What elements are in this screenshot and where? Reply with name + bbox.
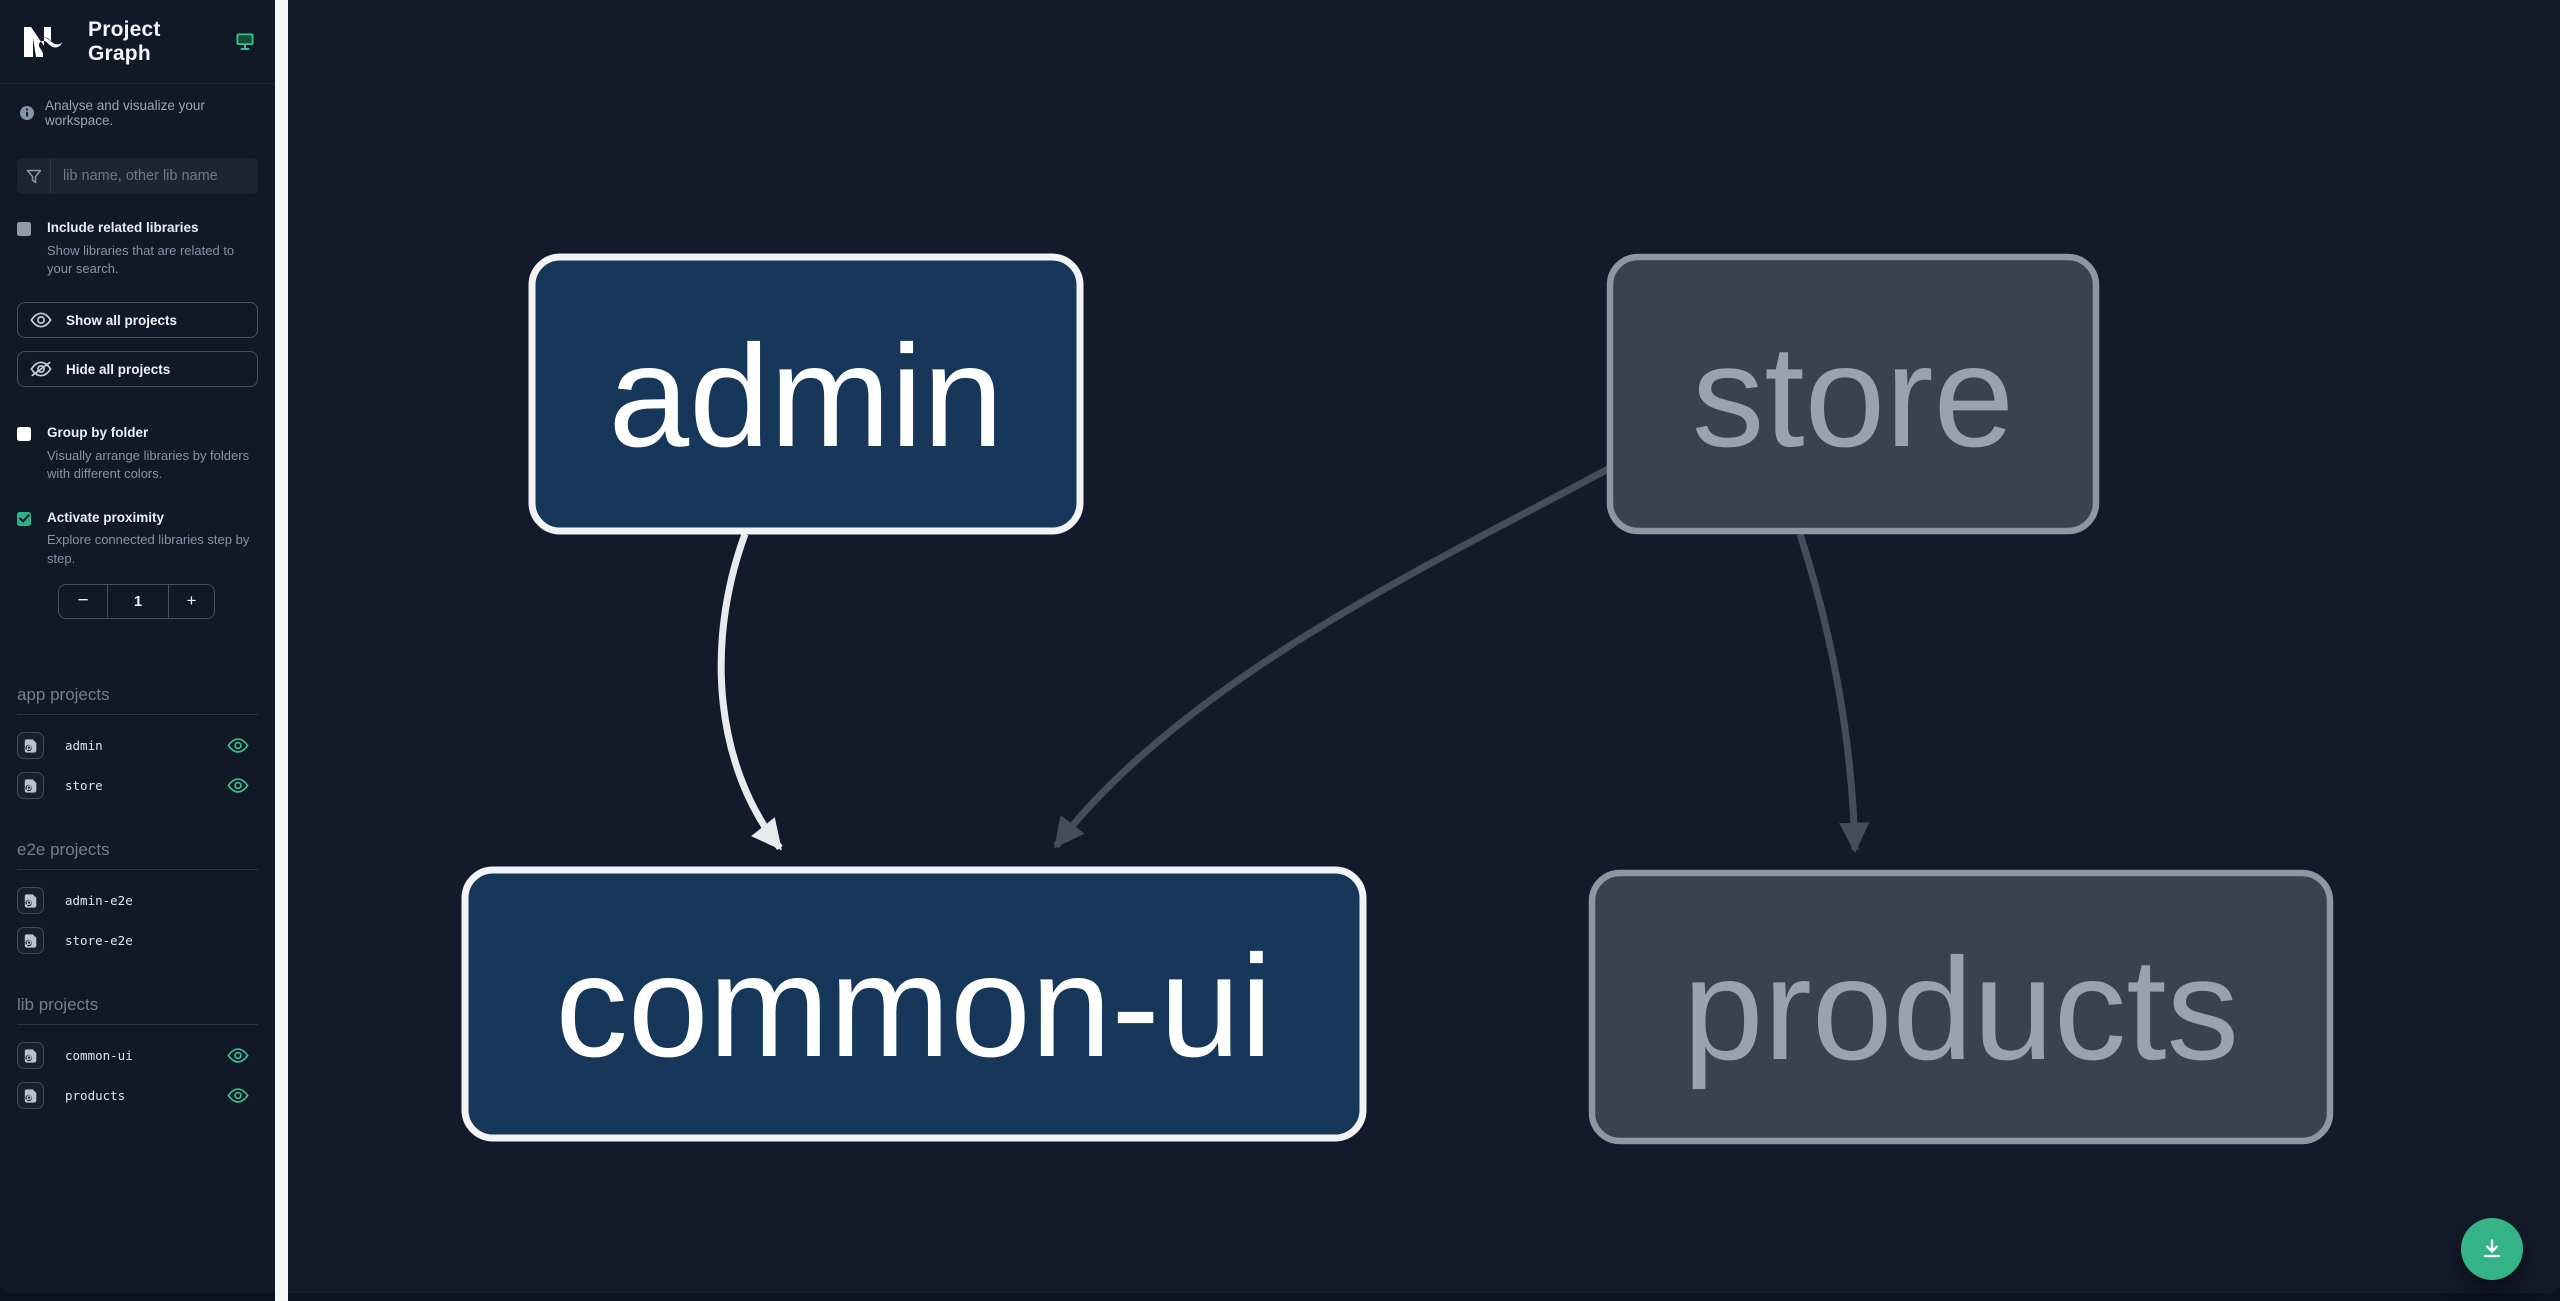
proximity-decrement-button[interactable]: − xyxy=(59,585,107,618)
svg-text:admin: admin xyxy=(609,315,1004,477)
download-graph-button[interactable] xyxy=(2461,1218,2523,1280)
filter-funnel-icon xyxy=(17,158,51,194)
doc-search-icon xyxy=(24,779,36,793)
group-by-folder-checkbox[interactable] xyxy=(17,427,31,442)
svg-text:store: store xyxy=(1692,315,2014,477)
focus-project-button[interactable] xyxy=(17,732,44,760)
dependency-graph: admin store common-ui products xyxy=(461,253,2334,1145)
section-title: app projects xyxy=(17,685,258,715)
check-icon xyxy=(18,514,30,523)
download-icon xyxy=(2483,1239,2501,1258)
edge-store-to-common-ui xyxy=(1053,464,1612,849)
graph-node-products[interactable]: products xyxy=(1588,869,2334,1145)
include-related-checkbox[interactable] xyxy=(17,222,31,236)
project-row-common-ui: common-ui xyxy=(17,1036,258,1076)
doc-search-icon xyxy=(24,739,36,753)
proximity-value: 1 xyxy=(107,584,169,618)
project-row-admin: admin xyxy=(17,726,258,766)
proximity-increment-button[interactable]: + xyxy=(169,585,214,618)
include-related-label: Include related libraries xyxy=(47,220,199,235)
focus-project-button[interactable] xyxy=(17,887,44,915)
search-input[interactable] xyxy=(51,158,258,194)
monitor-icon[interactable] xyxy=(235,32,255,51)
project-row-store-e2e: store-e2e xyxy=(17,921,258,961)
visibility-eye-icon[interactable] xyxy=(227,1088,249,1103)
project-row-admin-e2e: admin-e2e xyxy=(17,881,258,921)
doc-search-icon xyxy=(24,1049,36,1063)
focus-project-button[interactable] xyxy=(17,1042,44,1070)
project-name[interactable]: common-ui xyxy=(65,1048,133,1064)
show-all-projects-button[interactable]: Show all projects xyxy=(17,302,258,339)
project-name[interactable]: admin xyxy=(65,738,103,754)
activate-proximity-label: Activate proximity xyxy=(47,509,165,525)
focus-project-button[interactable] xyxy=(17,1082,44,1110)
sidebar-header: Project Graph xyxy=(0,0,275,84)
focus-project-button[interactable] xyxy=(17,772,44,800)
activate-proximity-description: Explore connected libraries step by step… xyxy=(47,532,250,566)
section-lib-projects: lib projects common-ui xyxy=(17,995,258,1116)
visibility-eye-icon[interactable] xyxy=(227,778,249,793)
group-by-folder-label: Group by folder xyxy=(47,425,149,441)
graph-node-admin[interactable]: admin xyxy=(528,253,1084,535)
graph-node-store[interactable]: store xyxy=(1606,253,2100,535)
sidebar-scrollbar[interactable] xyxy=(275,0,288,1301)
visibility-eye-icon[interactable] xyxy=(227,1048,249,1063)
section-title: lib projects xyxy=(17,995,258,1025)
include-related-description: Show libraries that are related to your … xyxy=(47,242,235,277)
activate-proximity-option: Activate proximity Explore connected lib… xyxy=(17,510,258,568)
project-row-products: products xyxy=(17,1076,258,1116)
nx-logo xyxy=(20,21,64,63)
search-box xyxy=(17,158,258,194)
svg-text:common-ui: common-ui xyxy=(555,925,1272,1087)
doc-search-icon xyxy=(24,894,36,908)
project-name[interactable]: admin-e2e xyxy=(65,893,133,909)
visibility-eye-icon[interactable] xyxy=(227,738,249,753)
eye-icon xyxy=(30,312,52,328)
svg-text:products: products xyxy=(1683,928,2239,1090)
project-name[interactable]: store xyxy=(65,778,103,794)
project-name[interactable]: products xyxy=(65,1088,126,1104)
app-title: Project Graph xyxy=(88,17,161,65)
section-e2e-projects: e2e projects admin-e2e xyxy=(17,840,258,961)
section-app-projects: app projects admin xyxy=(17,685,258,806)
edge-store-to-products xyxy=(1796,532,1870,854)
group-by-folder-description: Visually arrange libraries by folders wi… xyxy=(47,448,250,482)
proximity-stepper: − 1 + xyxy=(58,583,215,619)
activate-proximity-checkbox[interactable] xyxy=(17,511,31,526)
graph-canvas[interactable]: admin store common-ui products xyxy=(288,0,2560,1293)
sidebar: Project Graph Analyse and visualize your… xyxy=(0,0,275,1293)
section-title: e2e projects xyxy=(17,840,258,870)
hide-all-projects-button[interactable]: Hide all projects xyxy=(17,351,258,388)
eye-off-icon xyxy=(30,361,52,377)
edge-admin-to-common-ui xyxy=(717,532,783,851)
doc-search-icon xyxy=(24,1089,36,1103)
project-name[interactable]: store-e2e xyxy=(65,933,133,949)
group-by-folder-option: Group by folder Visually arrange librari… xyxy=(17,425,258,483)
show-all-projects-label: Show all projects xyxy=(66,312,178,328)
tagline-text: Analyse and visualize your workspace. xyxy=(45,98,205,128)
include-related-option: Include related libraries Show libraries… xyxy=(17,220,258,278)
doc-search-icon xyxy=(24,934,36,948)
focus-project-button[interactable] xyxy=(17,927,44,955)
graph-node-common-ui[interactable]: common-ui xyxy=(461,866,1367,1142)
project-row-store: store xyxy=(17,766,258,806)
tagline-row: Analyse and visualize your workspace. xyxy=(20,98,255,128)
hide-all-projects-label: Hide all projects xyxy=(66,361,171,377)
info-icon xyxy=(20,106,34,120)
